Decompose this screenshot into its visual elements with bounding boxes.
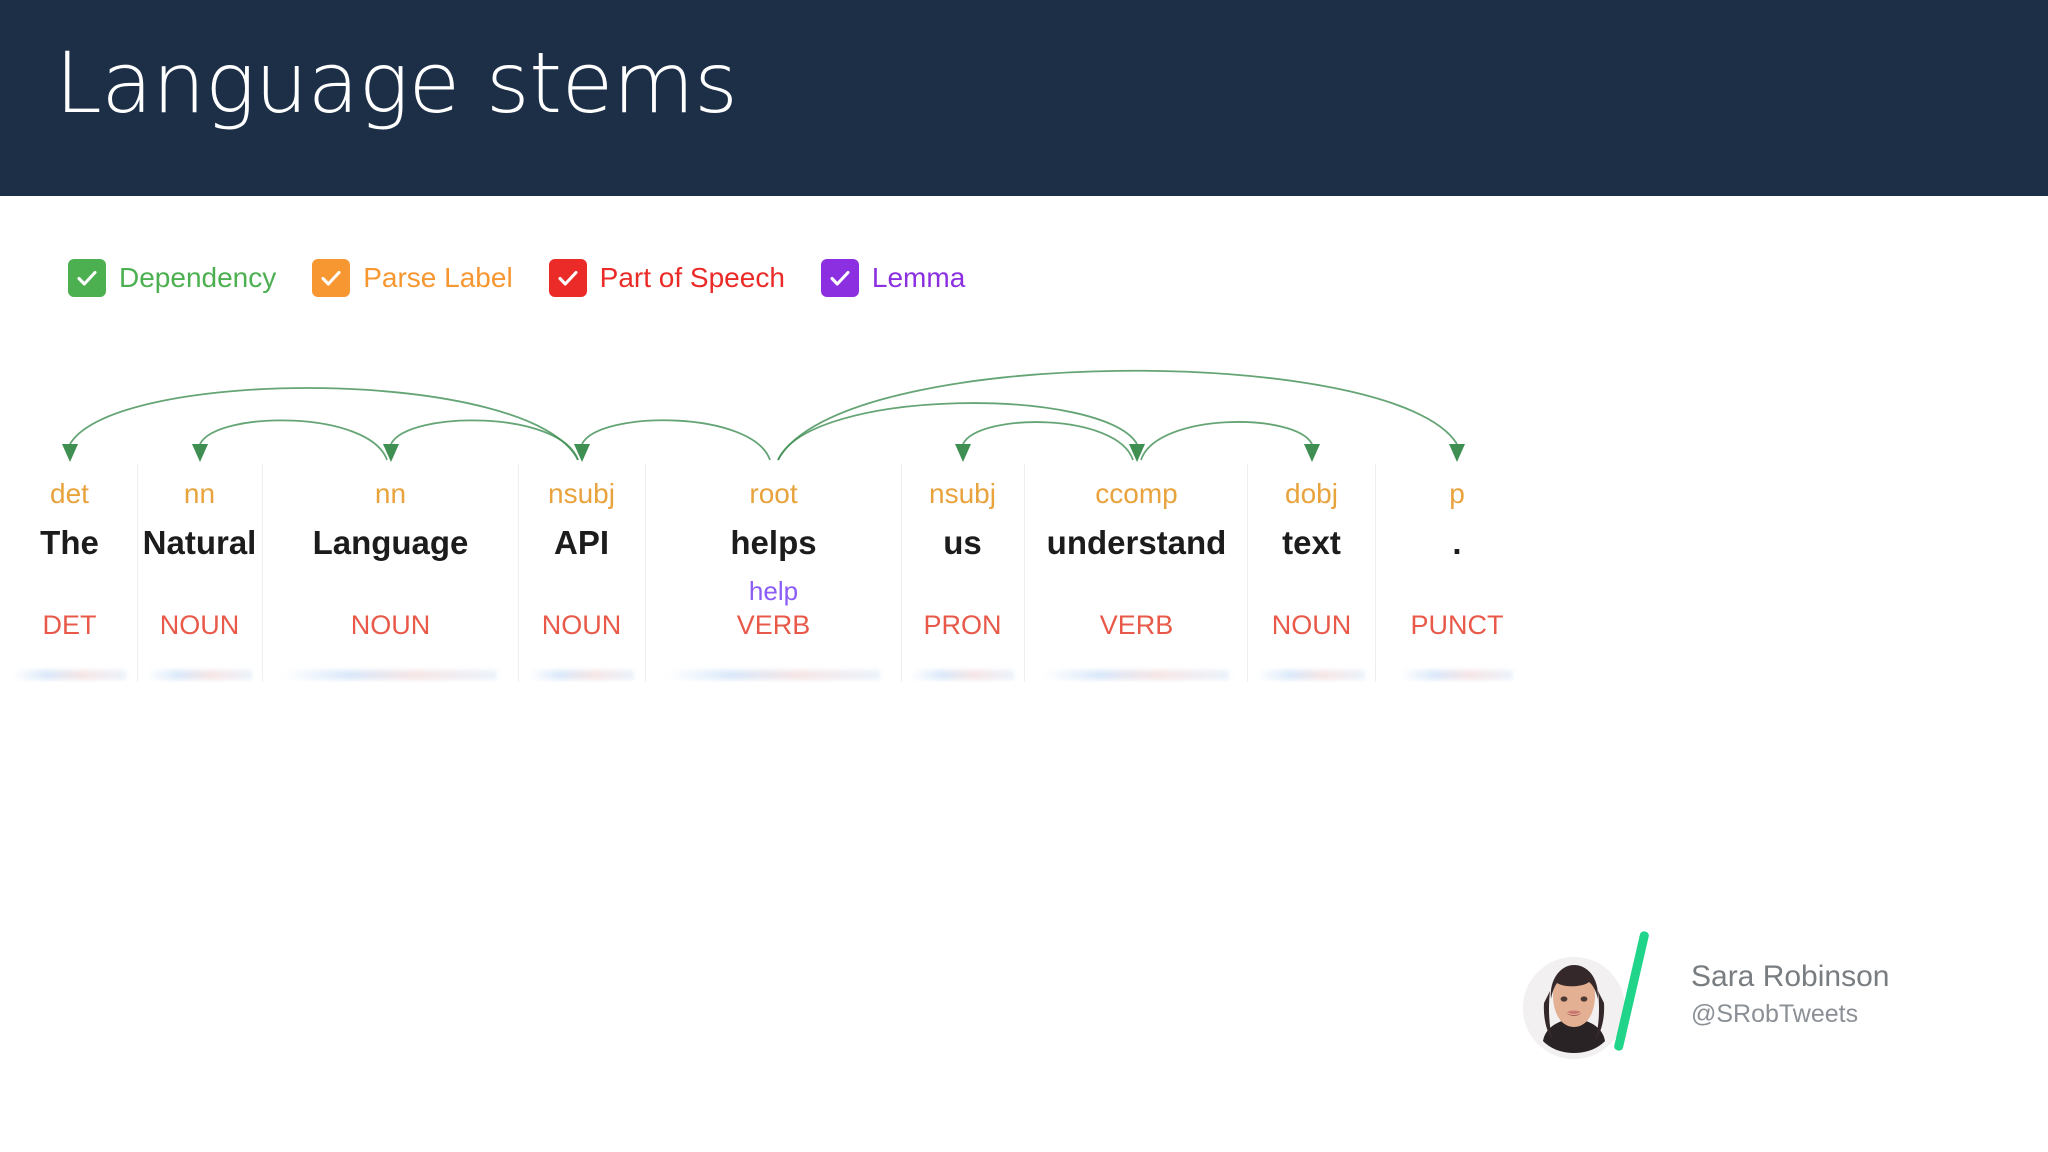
token-pos: NOUN	[1271, 610, 1352, 640]
dependency-arrowhead	[1304, 444, 1320, 462]
slide-header-bar: Language stems	[0, 0, 2048, 196]
token-pos: VERB	[736, 610, 811, 640]
dependency-arrowhead	[192, 444, 208, 462]
author-footer: Sara Robinson @SRobTweets	[1148, 912, 2048, 1152]
token-pos: PUNCT	[1410, 610, 1504, 640]
checkbox-checked-icon[interactable]	[548, 259, 587, 297]
token-clip-fade	[1400, 670, 1514, 680]
dependency-arc	[777, 369, 1458, 461]
token-word: helps	[730, 524, 817, 561]
page-title: Language stems	[55, 34, 738, 132]
checkbox-checked-icon[interactable]	[68, 259, 106, 297]
avatar	[1523, 957, 1625, 1059]
token-word: API	[553, 524, 609, 561]
token-word: Language	[312, 524, 469, 561]
token-parse-label: p	[1449, 478, 1465, 509]
token-pos: DET	[42, 610, 97, 640]
token-parse-label: root	[749, 478, 798, 509]
token-pos: NOUN	[541, 610, 622, 640]
token-word: Natural	[142, 524, 257, 561]
token-column[interactable]: p. PUNCT	[1390, 464, 1524, 682]
token-pos: VERB	[1099, 610, 1174, 640]
token-parse-label: nn	[374, 478, 407, 509]
legend-item-parse-label[interactable]: Parse Label	[312, 256, 513, 300]
token-clip-fade	[12, 670, 127, 680]
token-word: text	[1282, 524, 1341, 561]
dependency-arrowhead	[955, 444, 971, 462]
token-parse-label: nsubj	[548, 478, 615, 509]
dependency-arc	[581, 419, 771, 461]
token-parse-label: ccomp	[1095, 478, 1178, 509]
token-parse-label: dobj	[1285, 478, 1338, 509]
legend-item-dependency[interactable]: Dependency	[68, 256, 276, 300]
author-handle: @SRobTweets	[1691, 1000, 1859, 1028]
dependency-arc	[777, 402, 1138, 461]
checkbox-checked-icon[interactable]	[820, 259, 859, 297]
token-parse-label: nn	[183, 478, 216, 509]
token-pos: NOUN	[350, 610, 431, 640]
dependency-arc	[1140, 421, 1313, 461]
dependency-arc	[69, 387, 579, 461]
legend-item-part-of-speech[interactable]: Part of Speech	[548, 256, 785, 300]
token-word: understand	[1046, 524, 1227, 561]
dependency-arrowhead	[574, 444, 590, 462]
token-pos: PRON	[923, 610, 1002, 640]
legend-item-label: Parse Label	[363, 262, 513, 293]
token-pos: NOUN	[159, 610, 240, 640]
token-word: .	[1452, 524, 1462, 561]
legend-item-lemma[interactable]: Lemma	[820, 256, 966, 300]
dependency-arc	[199, 419, 388, 461]
dependency-arc	[962, 421, 1134, 461]
token-clip-fade	[666, 670, 881, 680]
token-clip-fade	[1043, 670, 1230, 680]
token-clip-fade	[147, 670, 252, 680]
author-name: Sara Robinson	[1691, 960, 1890, 993]
legend-item-label: Dependency	[119, 262, 277, 293]
token-clip-fade	[1258, 670, 1365, 680]
dependency-arc	[390, 419, 579, 461]
token-clip-fade	[283, 670, 498, 680]
token-parse-label: det	[50, 478, 89, 509]
token-lemma: help	[748, 576, 799, 606]
token-clip-fade	[528, 670, 635, 680]
dependency-arrowhead	[1129, 444, 1145, 462]
legend-item-label: Part of Speech	[599, 262, 785, 293]
legend-item-label: Lemma	[871, 262, 966, 293]
legend-toggle-row: Dependency Parse Label Part of Speech Lemma	[68, 256, 965, 300]
token-word: The	[40, 524, 99, 561]
dependency-arrowhead	[62, 444, 78, 462]
token-clip-fade	[910, 670, 1015, 680]
dependency-arrowhead	[383, 444, 399, 462]
token-parse-label: nsubj	[929, 478, 996, 509]
dependency-arrowhead	[1449, 444, 1465, 462]
token-word: us	[943, 524, 982, 561]
dependency-arcs	[62, 369, 1465, 462]
checkbox-checked-icon[interactable]	[312, 259, 351, 297]
